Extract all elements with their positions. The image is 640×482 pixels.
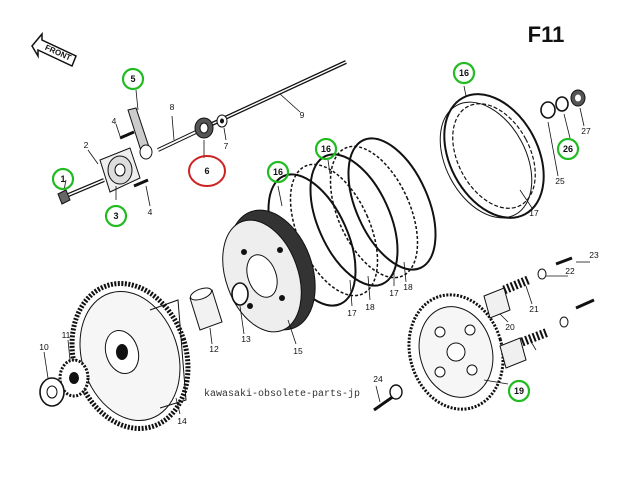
clutch-housing-part (69, 281, 191, 431)
pressure-plate-part (407, 293, 505, 411)
callout-7: 7 (224, 141, 229, 151)
callout-4a: 4 (112, 116, 117, 126)
pressure-plate-ring-part (439, 93, 545, 219)
callout-16b-highlight (314, 137, 338, 161)
callout-19-highlight (507, 379, 531, 403)
callout-2: 2 (84, 140, 89, 150)
callout-8: 8 (170, 102, 175, 112)
pin-part (373, 384, 403, 412)
callout-20: 20 (505, 322, 515, 332)
callout-4b: 4 (148, 207, 153, 217)
callout-19: 19 (514, 386, 524, 396)
callout-1-highlight (51, 167, 75, 191)
callout-18b: 18 (403, 282, 413, 292)
callout-15: 15 (293, 346, 303, 356)
callout-22: 22 (565, 266, 575, 276)
bearing-part (194, 114, 228, 139)
callout-24: 24 (373, 374, 383, 384)
sleeve-part (189, 282, 249, 331)
callout-1: 1 (60, 174, 65, 184)
release-mechanism-part (57, 107, 153, 205)
push-rod-part (211, 60, 347, 126)
callout-3: 3 (113, 211, 118, 221)
callout-16c-highlight (452, 61, 476, 85)
callout-16b: 16 (321, 144, 331, 154)
short-rod-part (157, 130, 197, 152)
front-arrow-icon: FRONT (31, 31, 77, 68)
callout-17c: 17 (529, 208, 539, 218)
callout-11: 11 (62, 330, 71, 340)
callout-16a: 16 (273, 167, 283, 177)
callout-26-highlight (556, 137, 580, 161)
callout-17b: 17 (389, 288, 399, 298)
callout-3-highlight (104, 204, 128, 228)
callout-5: 5 (130, 74, 135, 84)
callout-27: 27 (581, 126, 591, 136)
washers-part (540, 89, 586, 119)
callout-25: 25 (555, 176, 565, 186)
callout-6: 6 (204, 166, 209, 176)
springs-bolts-part (483, 256, 595, 369)
callout-16a-highlight (266, 160, 290, 184)
callout-16c: 16 (459, 68, 469, 78)
leader-lines (43, 85, 590, 415)
small-gear-part (39, 358, 90, 407)
callout-6-highlight (188, 155, 226, 187)
callout-26: 26 (563, 144, 573, 154)
callout-23: 23 (589, 250, 599, 260)
callout-5-highlight (121, 67, 145, 91)
watermark-text: kawasaki-obsolete-parts-jp (204, 388, 360, 400)
callout-9: 9 (300, 110, 305, 120)
clutch-plates-part (267, 137, 437, 307)
callout-10: 10 (39, 342, 49, 352)
callout-14: 14 (177, 416, 187, 426)
callout-13: 13 (241, 334, 251, 344)
callout-21: 21 (529, 304, 539, 314)
callout-18a: 18 (365, 302, 375, 312)
callout-17a: 17 (347, 308, 357, 318)
callout-12: 12 (209, 344, 219, 354)
clutch-hub-part (222, 209, 316, 333)
page-code: F11 (528, 22, 565, 47)
callouts: 1 2 3 4 4 5 6 7 8 9 10 11 12 13 14 15 16… (39, 61, 599, 426)
